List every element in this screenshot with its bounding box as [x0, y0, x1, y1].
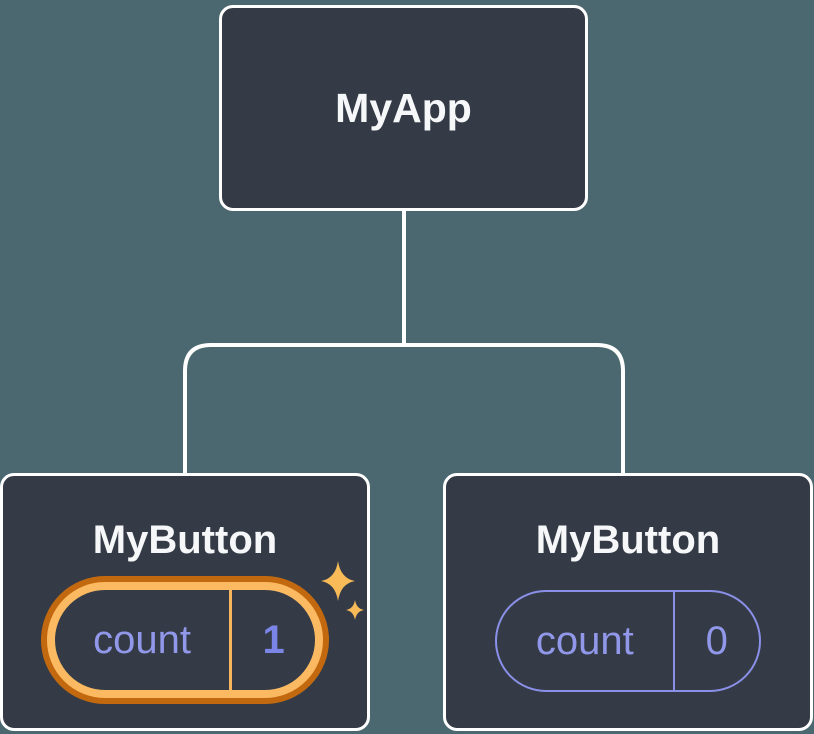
state-pill: count 0 [495, 590, 761, 692]
component-node-child-left: MyButton count 1 [0, 473, 370, 731]
component-label: MyApp [335, 84, 472, 131]
sparkle-icon-large [321, 561, 355, 601]
state-name-label: count [535, 618, 634, 663]
sparkle-icon-small [346, 600, 364, 620]
state-name-cell: count [497, 592, 673, 690]
state-value-cell: 1 [229, 590, 315, 690]
component-label: MyButton [535, 518, 721, 562]
component-label: MyButton [92, 518, 278, 562]
sparkles-icon [321, 561, 364, 620]
component-node-child-right: MyButton count 0 [443, 473, 813, 731]
state-pill-inner: count 1 [47, 582, 323, 698]
state-value-label: 1 [262, 617, 285, 662]
state-name-cell: count [55, 590, 229, 690]
state-value-cell: 0 [672, 592, 759, 690]
state-value-label: 0 [705, 618, 728, 663]
state-pill-highlighted: count 1 [41, 576, 329, 704]
connector-branch [183, 343, 625, 476]
state-name-label: count [93, 617, 192, 662]
component-node-root: MyApp [219, 5, 588, 211]
